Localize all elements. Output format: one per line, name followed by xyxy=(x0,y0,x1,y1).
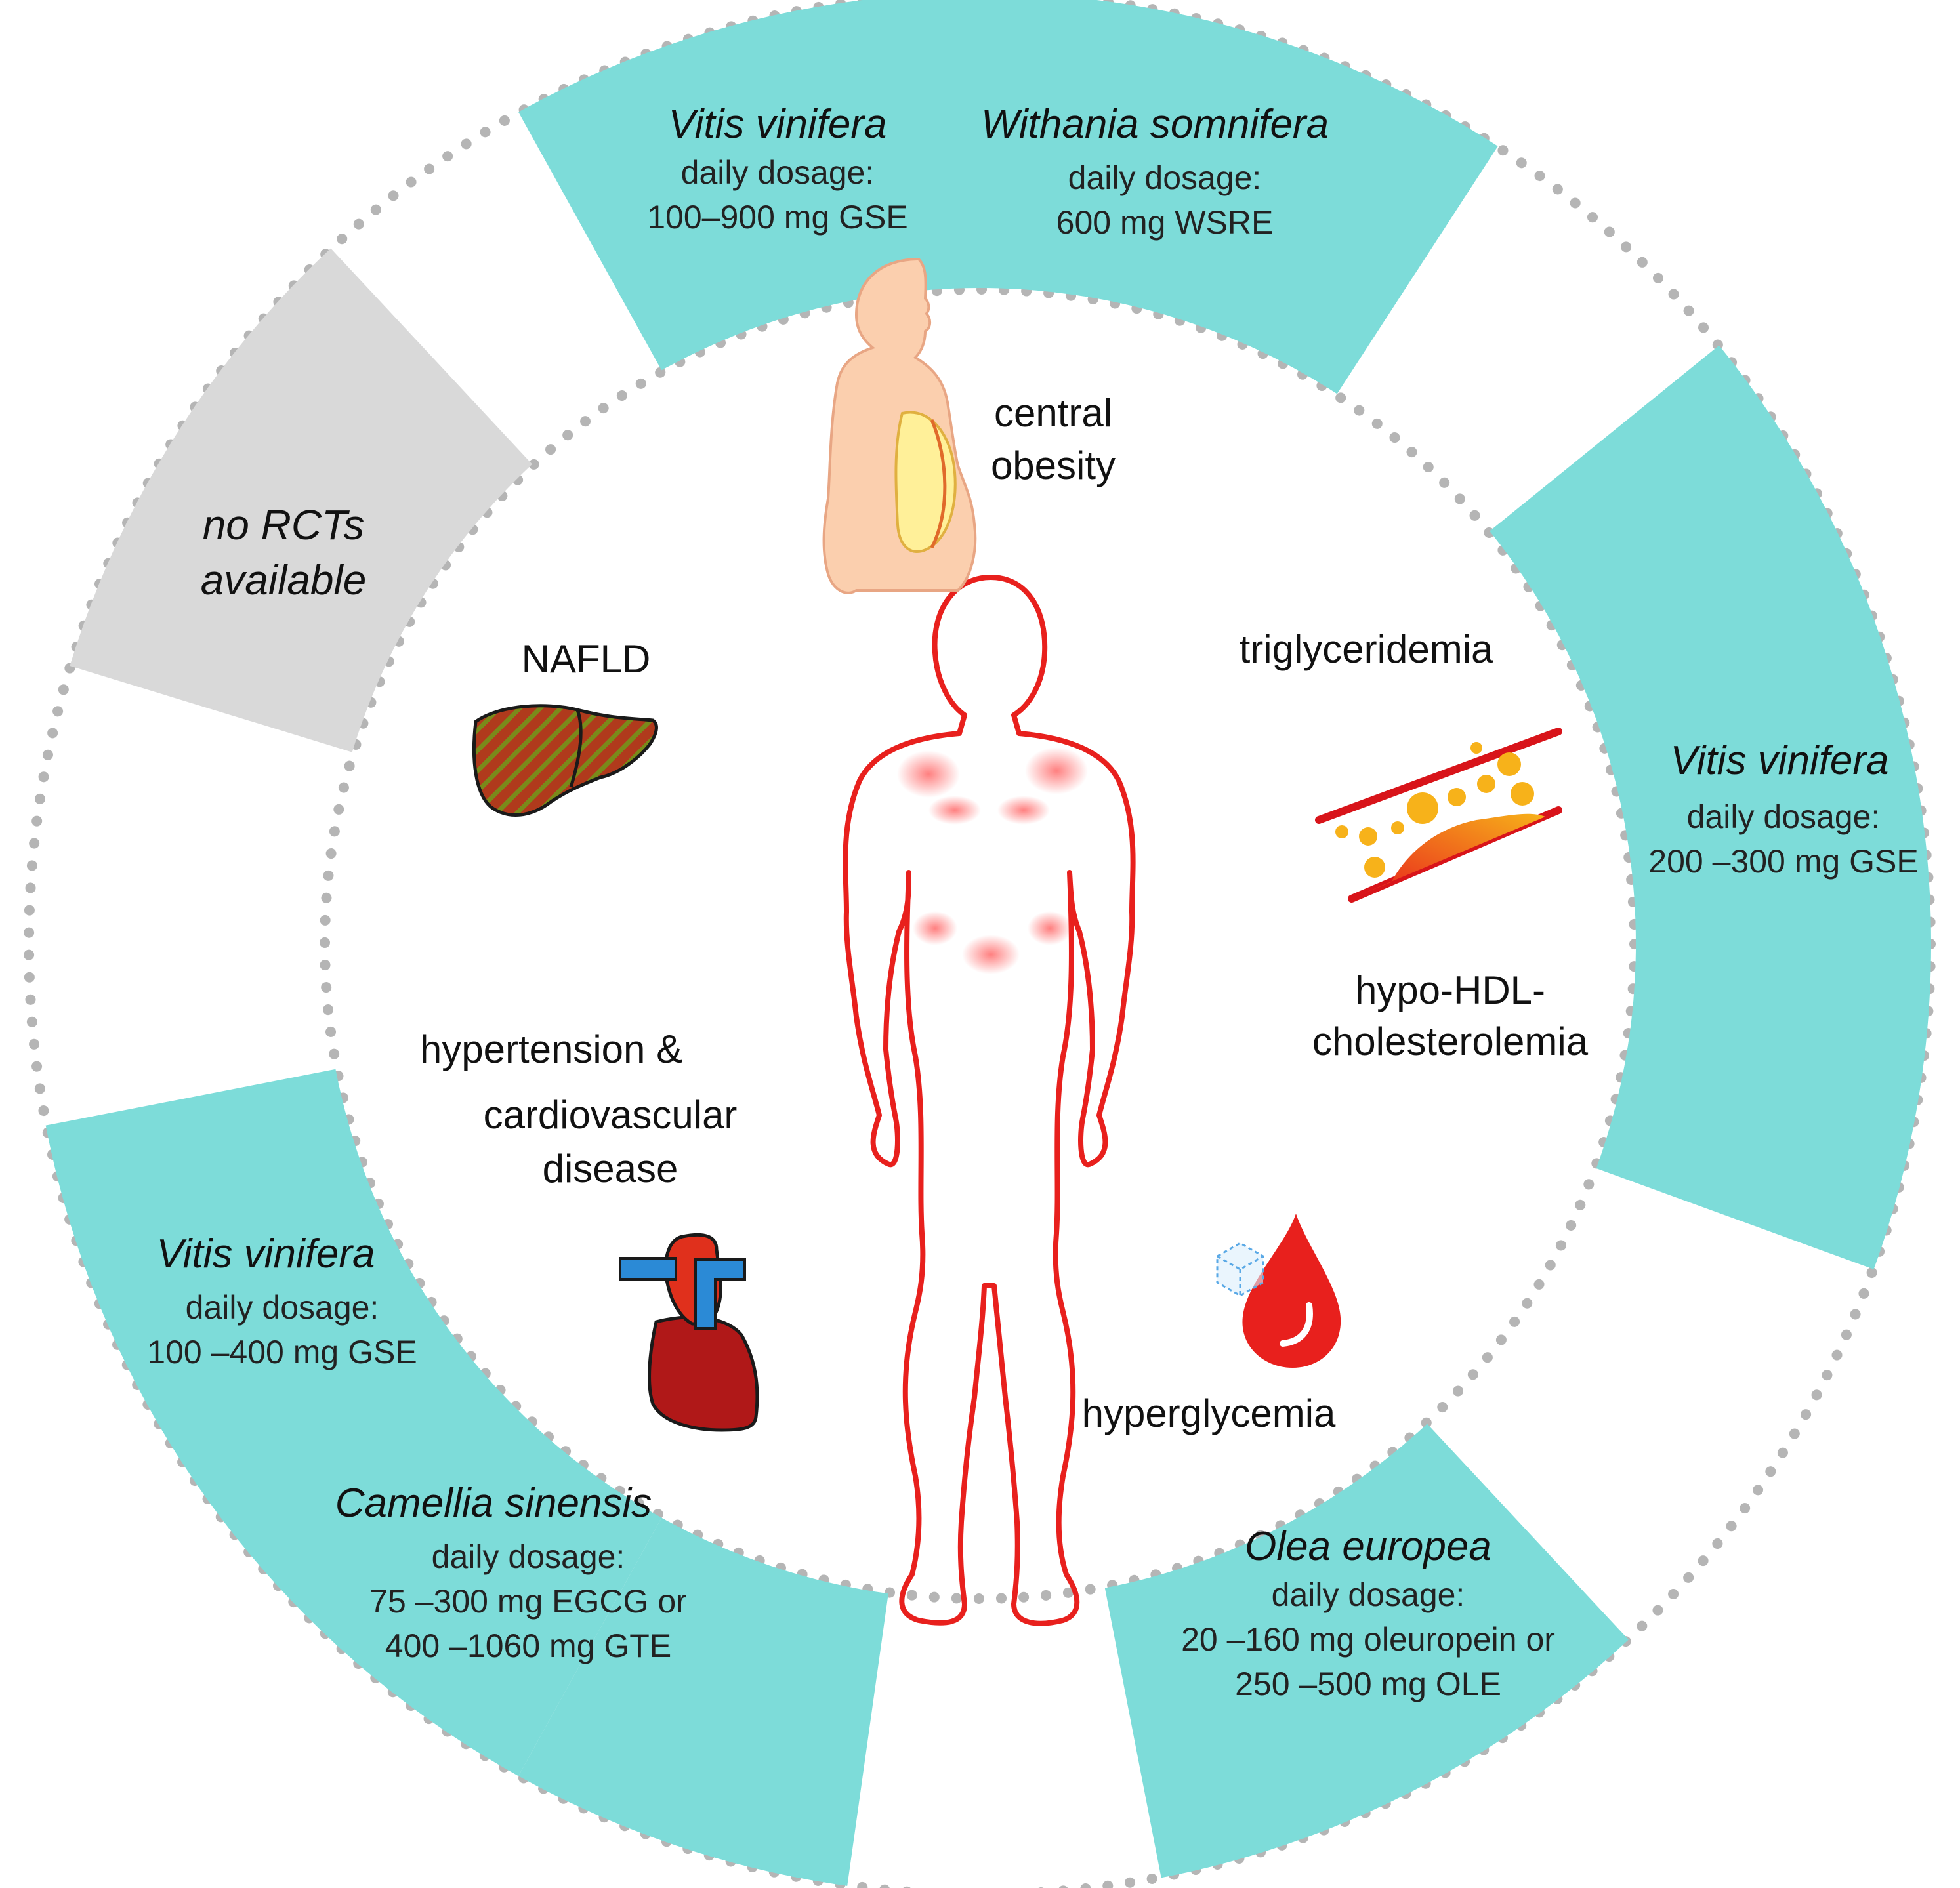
svg-text:Olea europea: Olea europea xyxy=(1245,1524,1491,1569)
svg-text:daily dosage:: daily dosage: xyxy=(681,154,875,191)
svg-text:daily dosage:: daily dosage: xyxy=(1687,798,1881,835)
blood-vessel-plaque-icon xyxy=(1315,728,1562,903)
segment-label-left: Vitis vinifera daily dosage: 100 –400 mg… xyxy=(147,1231,417,1370)
human-body-outline-icon xyxy=(843,575,1136,1626)
segment-bottom-left xyxy=(518,1517,888,1886)
label-triglyceridemia: triglyceridemia xyxy=(1240,627,1493,671)
segment-upper-left xyxy=(70,248,533,752)
blood-drop-sugar-icon xyxy=(1216,1214,1341,1368)
svg-text:daily dosage:: daily dosage: xyxy=(1068,159,1262,196)
obese-torso-icon xyxy=(822,257,977,594)
svg-text:200 –300 mg GSE: 200 –300 mg GSE xyxy=(1648,843,1918,880)
svg-text:Withania somnifera: Withania somnifera xyxy=(981,102,1329,147)
svg-text:Vitis vinifera: Vitis vinifera xyxy=(1670,738,1888,783)
segment-label-upper-left: no RCTs available xyxy=(201,501,367,604)
segment-label-right: Vitis vinifera daily dosage: 200 –300 mg… xyxy=(1648,738,1918,880)
segment-left xyxy=(45,1069,662,1776)
segment-label-bottom-left: Camellia sinensis daily dosage: 75 –300 … xyxy=(335,1481,687,1664)
label-nafld: NAFLD xyxy=(522,637,651,681)
svg-text:Vitis vinifera: Vitis vinifera xyxy=(668,102,886,147)
svg-text:daily dosage:: daily dosage: xyxy=(1272,1576,1465,1613)
heart-icon xyxy=(619,1233,759,1432)
svg-text:400 –1060 mg GTE: 400 –1060 mg GTE xyxy=(385,1628,671,1664)
liver-icon xyxy=(472,704,658,817)
svg-text:100 –400 mg GSE: 100 –400 mg GSE xyxy=(147,1334,417,1370)
segment-label-bottom-right: Olea europea daily dosage: 20 –160 mg ol… xyxy=(1181,1524,1555,1702)
svg-text:Vitis vinifera: Vitis vinifera xyxy=(156,1231,375,1277)
svg-text:daily dosage:: daily dosage: xyxy=(432,1538,625,1575)
segment-top-left xyxy=(518,0,980,371)
segment-bottom-right xyxy=(1104,1424,1629,1878)
svg-text:daily dosage:: daily dosage: xyxy=(186,1289,379,1326)
label-hypo-hdl: hypo-HDL-cholesterolemia xyxy=(1312,968,1589,1063)
segment-label-top-right: Withania somnifera daily dosage: 600 mg … xyxy=(981,102,1329,241)
inner-dotted-ring xyxy=(320,284,1640,1604)
svg-text:250 –500 mg OLE: 250 –500 mg OLE xyxy=(1235,1666,1501,1702)
svg-text:available: available xyxy=(201,556,367,604)
segment-top-right xyxy=(980,0,1498,394)
svg-text:20 –160 mg oleuropein or: 20 –160 mg oleuropein or xyxy=(1181,1621,1555,1658)
segment-label-top-left: Vitis vinifera daily dosage: 100–900 mg … xyxy=(647,102,908,236)
svg-text:no RCTs: no RCTs xyxy=(203,501,365,548)
svg-text:100–900 mg GSE: 100–900 mg GSE xyxy=(647,199,908,236)
svg-text:75 –300 mg EGCG or: 75 –300 mg EGCG or xyxy=(369,1583,687,1620)
svg-text:600 mg WSRE: 600 mg WSRE xyxy=(1056,204,1274,241)
label-hyperglycemia: hyperglycemia xyxy=(1082,1391,1336,1435)
segment-right xyxy=(1490,345,1931,1269)
svg-text:Camellia sinensis: Camellia sinensis xyxy=(335,1481,652,1526)
